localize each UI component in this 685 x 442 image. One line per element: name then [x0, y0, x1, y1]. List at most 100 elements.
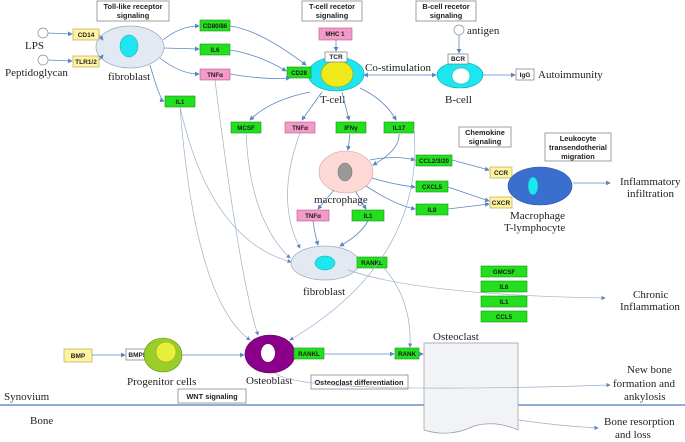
svg-text:Toll-like receptor: Toll-like receptor [103, 2, 162, 11]
gene-ifng[interactable]: IFNγ [335, 121, 367, 134]
chronic-label-2: Inflammation [620, 301, 680, 313]
gene-cxcl5[interactable]: CXCL5 [415, 180, 449, 193]
svg-text:CXCR: CXCR [492, 200, 511, 207]
osteoclast-label: Osteoclast [433, 331, 479, 343]
svg-text:IL1: IL1 [364, 213, 373, 220]
svg-text:RANKL: RANKL [298, 351, 320, 358]
svg-text:RANK: RANK [398, 351, 416, 358]
chemokine-header[interactable]: Chemokine signaling [458, 126, 512, 148]
toll-like-header[interactable]: Toll-like receptor signaling [96, 0, 170, 22]
svg-text:CCL5: CCL5 [496, 314, 513, 321]
svg-text:BMPR: BMPR [128, 352, 147, 359]
svg-text:WNT signaling: WNT signaling [186, 392, 238, 401]
gene-tnf-mac[interactable]: TNFα [296, 209, 330, 222]
fibroblast-top[interactable] [95, 25, 165, 69]
inflam-infil-label-2: infiltration [627, 188, 675, 200]
gene-bmp[interactable]: BMP [63, 348, 93, 363]
bcell-receptor-header[interactable]: B-cell recetor signaling [415, 0, 477, 22]
cd28-receptor[interactable]: CD28 [286, 66, 312, 79]
fibroblast-mid-label: fibroblast [303, 286, 345, 298]
tcell-label: T-cell [320, 94, 345, 106]
gene-rankl-ost[interactable]: RANKL [293, 347, 325, 360]
ccr-receptor[interactable]: CCR [489, 166, 513, 179]
cd14-receptor[interactable]: CD14 [72, 28, 100, 41]
macrophage[interactable] [318, 150, 374, 194]
gene-gmcsf[interactable]: GMCSF [480, 265, 528, 278]
gene-il1-mac[interactable]: IL1 [351, 209, 385, 222]
gene-il8[interactable]: IL8 [415, 203, 449, 216]
antigen-node[interactable] [453, 24, 465, 36]
svg-text:RANKL: RANKL [361, 260, 383, 267]
gene-ccl5[interactable]: CCL5 [480, 310, 528, 323]
bcell[interactable] [436, 61, 484, 89]
fibroblast-top-label: fibroblast [108, 71, 150, 83]
peptidoglycan-node[interactable] [37, 54, 49, 66]
tlr-receptor[interactable]: TLR1/2 [72, 55, 100, 68]
svg-text:Chemokine: Chemokine [465, 128, 505, 137]
mac-tlymph-label-1: Macrophage [510, 210, 565, 222]
svg-text:CCL2/3/20: CCL2/3/20 [419, 158, 449, 165]
wnt-signaling-header[interactable]: WNT signaling [177, 388, 247, 404]
bcr-receptor[interactable]: BCR [447, 53, 469, 65]
gene-igg[interactable]: IgG [515, 68, 535, 81]
gene-tnf-top[interactable]: TNFα [199, 68, 231, 81]
inflam-infil-label-1: Inflammatory [620, 176, 681, 188]
svg-text:CCR: CCR [494, 170, 508, 177]
svg-text:T-cell recetor: T-cell recetor [309, 2, 355, 11]
gene-rankl-fib[interactable]: RANKL [356, 256, 388, 269]
lps-node[interactable] [37, 27, 49, 39]
mac-tlymph-label-2: T-lymphocyte [504, 222, 565, 234]
progenitor-cells[interactable] [143, 337, 183, 373]
svg-text:IFNγ: IFNγ [344, 125, 358, 132]
svg-text:TNFα: TNFα [292, 125, 308, 132]
gene-il1-out[interactable]: IL1 [480, 295, 528, 308]
svg-text:B-cell recetor: B-cell recetor [422, 2, 469, 11]
mhc-receptor[interactable]: MHC 1 [318, 27, 353, 41]
svg-text:IL6: IL6 [500, 284, 509, 291]
svg-text:signaling: signaling [117, 11, 150, 20]
svg-text:CD80/86: CD80/86 [203, 23, 228, 30]
bone-resorp-label-2: and loss [615, 429, 651, 441]
gene-rank[interactable]: RANK [394, 347, 420, 360]
svg-text:signaling: signaling [469, 137, 502, 146]
gene-il6-out[interactable]: IL6 [480, 280, 528, 293]
tcr-receptor[interactable]: TCR [324, 51, 348, 63]
new-bone-label-2: formation and [613, 378, 676, 390]
svg-text:IL1: IL1 [176, 99, 185, 106]
tcell-receptor-header[interactable]: T-cell recetor signaling [301, 0, 363, 22]
leukocyte-header[interactable]: Leukocyte transendotherial migration [544, 132, 612, 162]
svg-text:Osteoclast differentiation: Osteoclast differentiation [314, 378, 404, 387]
gene-il17[interactable]: IL17 [383, 121, 415, 134]
gene-cd80[interactable]: CD80/86 [199, 19, 231, 32]
gene-il6-top[interactable]: IL6 [199, 43, 231, 56]
osteoclast-differentiation-header[interactable]: Osteoclast differentiation [310, 374, 409, 390]
svg-text:BMP: BMP [71, 353, 86, 360]
chronic-label-1: Chronic [633, 289, 669, 301]
lps-label: LPS [25, 40, 44, 52]
fibroblast-mid[interactable] [290, 245, 360, 281]
gene-il1-top[interactable]: IL1 [164, 95, 196, 108]
svg-text:CD28: CD28 [291, 70, 307, 77]
svg-text:TNFα: TNFα [207, 72, 223, 79]
svg-text:IL17: IL17 [393, 125, 406, 132]
svg-text:MCSF: MCSF [237, 125, 255, 132]
macrophage-label: macrophage [314, 194, 368, 206]
gene-ccl[interactable]: CCL2/3/20 [415, 154, 453, 167]
bone-label: Bone [30, 415, 53, 427]
macrophage-tlymphocyte[interactable] [507, 166, 573, 206]
cxcr-receptor[interactable]: CXCR [489, 196, 513, 209]
svg-text:Leukocyte: Leukocyte [560, 134, 597, 143]
svg-text:MHC 1: MHC 1 [325, 31, 345, 38]
new-bone-label-3: ankylosis [624, 391, 666, 403]
osteoblast[interactable] [244, 334, 296, 374]
progenitor-label: Progenitor cells [127, 376, 196, 388]
svg-text:TCR: TCR [329, 54, 343, 61]
gene-mcsf[interactable]: MCSF [230, 121, 262, 134]
peptidoglycan-label: Peptidoglycan [5, 67, 68, 79]
bone-resorp-label-1: Bone resorption [604, 416, 675, 428]
svg-text:IL1: IL1 [500, 299, 509, 306]
osteoblast-label: Osteoblast [246, 375, 292, 387]
gene-tnf-mid[interactable]: TNFα [284, 121, 316, 134]
antigen-label: antigen [467, 25, 500, 37]
svg-text:TLR1/2: TLR1/2 [75, 59, 97, 66]
